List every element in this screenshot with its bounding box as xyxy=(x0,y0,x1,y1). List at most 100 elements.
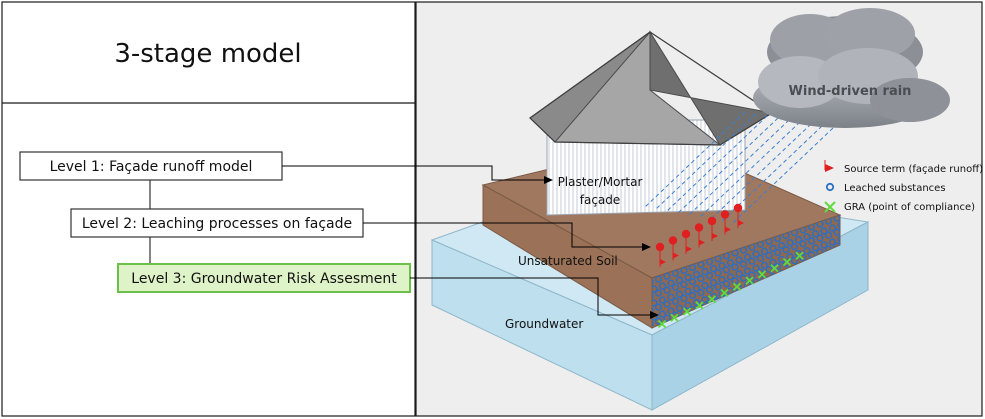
rain-line xyxy=(677,117,779,214)
gra-point xyxy=(682,307,692,316)
legend-gra-label: GRA (point of compliance) xyxy=(844,202,975,213)
leached-substance xyxy=(773,248,782,257)
leached-substance xyxy=(671,269,680,277)
leached-substance xyxy=(675,304,684,312)
leached-substance xyxy=(799,254,807,262)
rain-line xyxy=(710,123,812,220)
leached-substance xyxy=(726,259,735,267)
leached-substance xyxy=(790,243,799,251)
rain-line xyxy=(699,121,801,218)
leached-substance xyxy=(688,277,697,286)
level-1-label: Level 1: Façade runoff model xyxy=(50,159,253,175)
leached-substance xyxy=(807,237,816,245)
leached-substance xyxy=(714,255,722,263)
leached-substance xyxy=(652,292,654,300)
rain-line xyxy=(655,113,757,210)
leached-substance xyxy=(760,247,769,255)
leached-substance xyxy=(820,227,828,235)
source-term-marker xyxy=(720,210,731,235)
leached-substance xyxy=(743,253,752,261)
source-term-marker xyxy=(707,216,718,241)
facade-label-line1: Plaster/Mortar xyxy=(558,175,643,189)
leached-substance xyxy=(697,288,705,297)
leached-substance xyxy=(663,272,671,280)
source-term-marker xyxy=(668,236,679,261)
level-2-label: Level 2: Leaching processes on façade xyxy=(82,216,352,232)
leached-substance xyxy=(718,276,726,284)
leached-substance xyxy=(688,291,697,300)
gra-point xyxy=(732,282,742,291)
leached-substance xyxy=(701,267,709,276)
leached-substance xyxy=(726,273,735,281)
legend-gra: GRA (point of compliance) xyxy=(824,201,975,213)
leached-substance xyxy=(790,257,799,265)
leached-substance xyxy=(652,299,658,307)
legend-source-term-label: Source term (façade runoff) xyxy=(844,164,983,175)
source-term-marker xyxy=(681,229,692,254)
leached-substance xyxy=(654,303,663,311)
leached-substance xyxy=(663,300,671,308)
leached-substance xyxy=(714,269,722,277)
leached-substance xyxy=(663,286,671,294)
leached-substance xyxy=(680,266,688,275)
leached-substance xyxy=(769,244,777,253)
leached-substance xyxy=(718,262,726,270)
groundwater-label: Groundwater xyxy=(505,317,583,331)
level-1-arrow xyxy=(282,165,553,184)
leached-substance xyxy=(652,278,654,286)
leached-substance xyxy=(756,254,765,262)
leached-substance xyxy=(680,280,688,289)
leached-substance xyxy=(820,241,828,249)
rain-line xyxy=(644,111,746,208)
leached-substance xyxy=(675,276,684,284)
leached-substance xyxy=(748,257,756,265)
leached-substance xyxy=(782,245,790,254)
source-term-markers xyxy=(655,203,744,267)
level-3-box: Level 3: Groundwater Risk Assesment xyxy=(117,263,411,293)
leached-substance xyxy=(786,238,794,247)
leached-substance xyxy=(828,224,837,232)
level-3-arrow xyxy=(410,277,659,319)
source-term-marker xyxy=(694,223,705,248)
leached-substance xyxy=(652,306,654,314)
legend-leached-label: Leached substances xyxy=(844,183,946,194)
leached-substance xyxy=(667,279,675,287)
gra-point xyxy=(720,288,729,298)
leached-substance xyxy=(777,241,786,250)
leached-substance xyxy=(654,289,663,297)
leached-substance xyxy=(667,293,675,301)
gra-point xyxy=(770,264,779,273)
leached-substance xyxy=(652,320,654,328)
leached-substance xyxy=(752,250,760,258)
leached-substance xyxy=(652,285,658,293)
rain-cloud xyxy=(753,8,950,128)
leached-substance xyxy=(794,236,803,244)
leached-substance xyxy=(658,296,667,304)
leached-substance xyxy=(701,295,709,304)
leached-substance xyxy=(803,233,811,241)
legend-source-term: Source term (façade runoff) xyxy=(824,160,983,175)
leached-substance xyxy=(684,273,692,282)
leached-substance xyxy=(705,258,714,266)
leached-substance xyxy=(752,264,760,272)
leached-substance xyxy=(692,298,701,307)
leached-substance xyxy=(803,247,811,255)
leached-substance xyxy=(833,228,840,236)
leached-substance xyxy=(684,301,692,310)
source-term-marker xyxy=(655,242,666,267)
leached-substance xyxy=(684,287,692,296)
leached-substance xyxy=(828,238,837,246)
soil-label: Unsaturated Soil xyxy=(518,254,618,268)
cloud-label: Wind-driven rain xyxy=(789,84,912,99)
leached-substance xyxy=(705,272,714,280)
leached-substance xyxy=(714,283,722,291)
house xyxy=(529,30,774,216)
level-2-arrow xyxy=(363,222,651,251)
gra-point xyxy=(782,257,792,267)
gra-point xyxy=(670,313,679,322)
gra-point xyxy=(707,295,717,304)
leached-substance xyxy=(667,307,675,315)
leached-substance xyxy=(765,251,773,260)
leached-substance xyxy=(709,279,718,287)
